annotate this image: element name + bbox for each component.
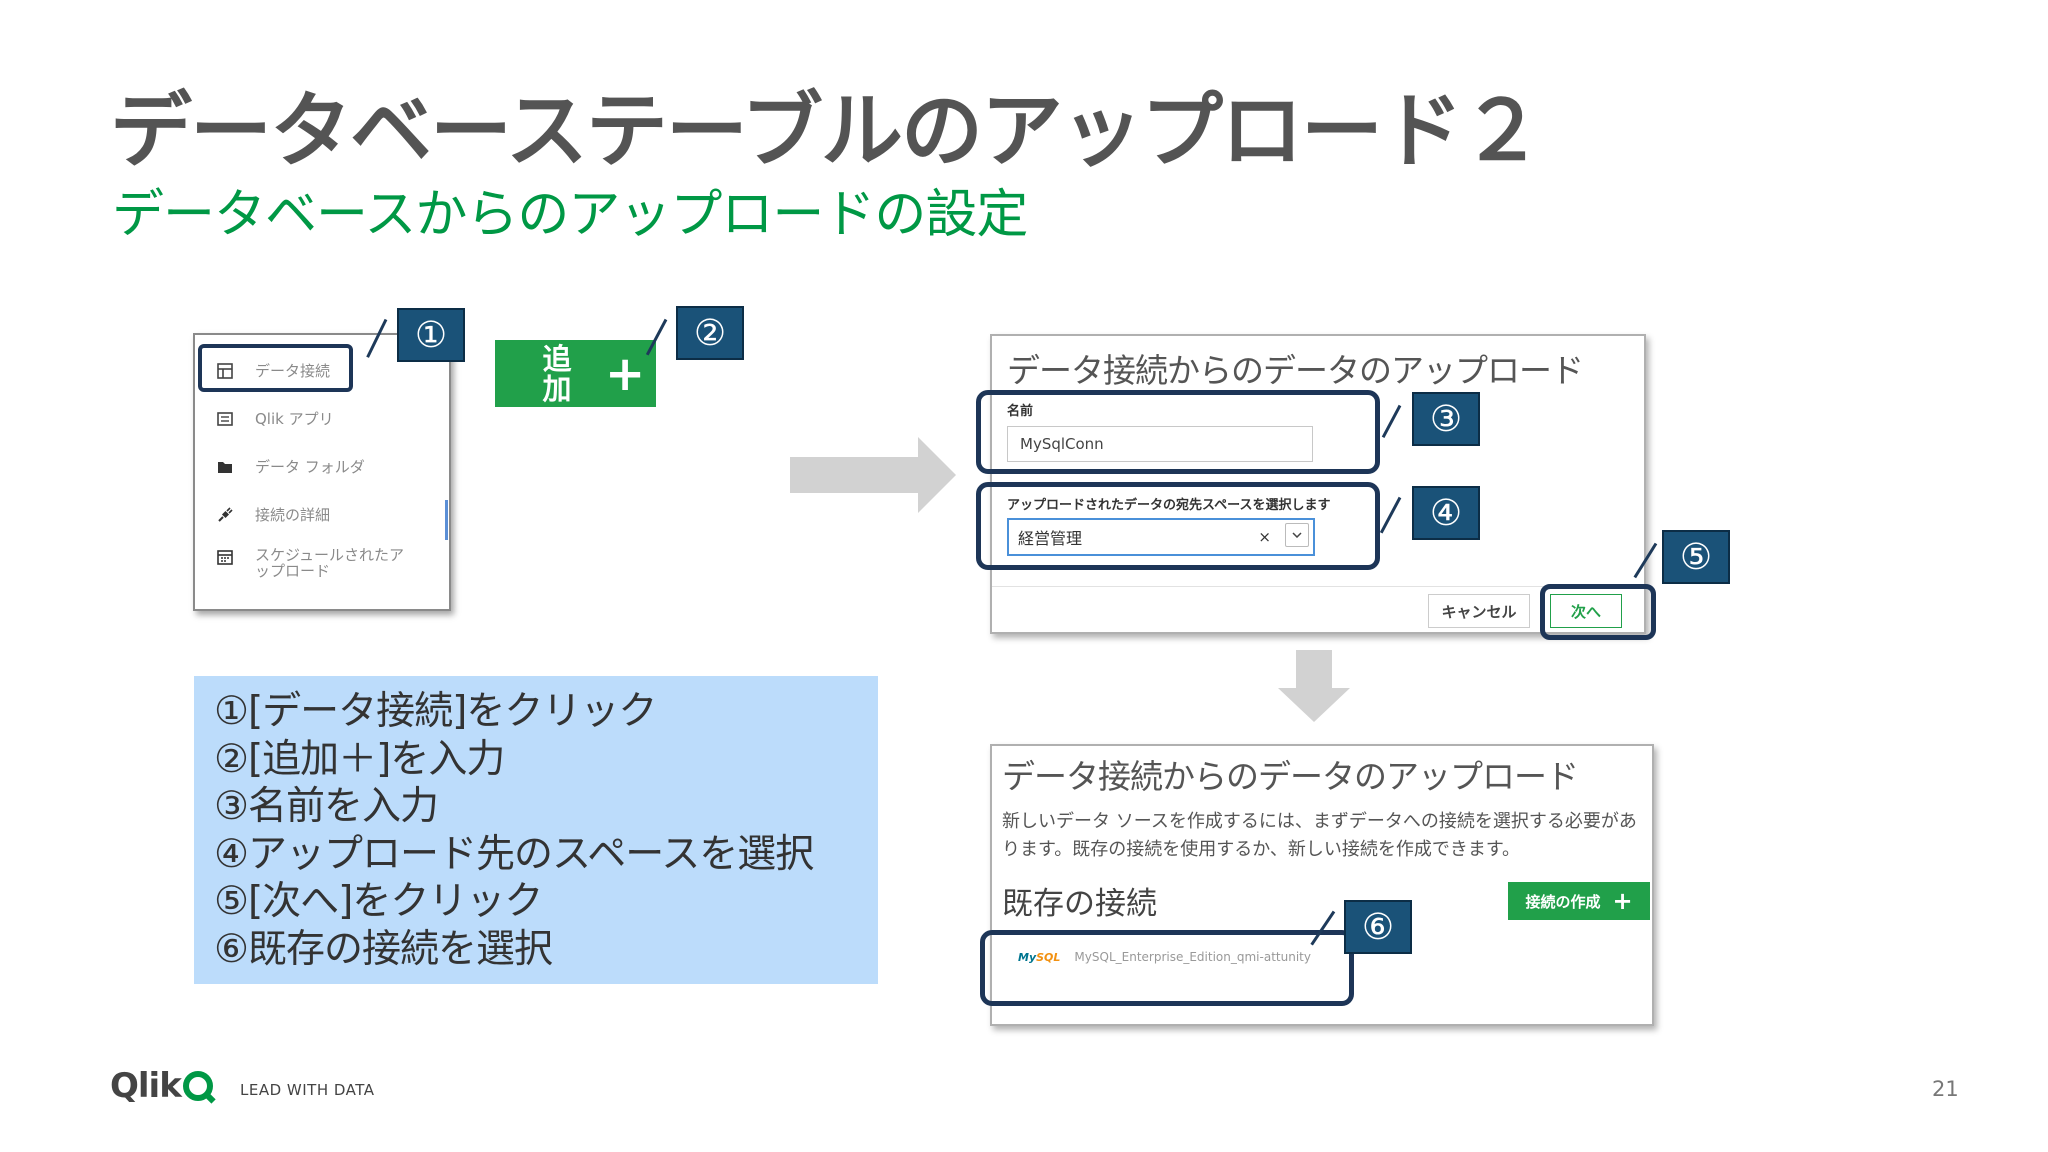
existing-connections-heading: 既存の接続 — [1002, 886, 1157, 922]
menu-item-connection-details[interactable]: 接続の詳細 — [195, 493, 451, 537]
highlight-frame-3 — [976, 390, 1380, 474]
page-number: 21 — [1932, 1077, 1959, 1101]
highlight-frame-1 — [198, 344, 353, 392]
menu-item-label: Qlik アプリ — [255, 410, 334, 428]
callout-5: ⑤ — [1662, 530, 1730, 584]
next-button[interactable]: 次へ — [1550, 594, 1622, 628]
menu-item-label: 接続の詳細 — [255, 506, 331, 524]
dialog-description: 新しいデータ ソースを作成するには、まずデータへの接続を選択する必要があります。… — [1002, 811, 1637, 860]
add-data-menu: データ接続 Qlik アプリ データ フォルダ 接続の詳細 スケジュールされたア… — [193, 333, 451, 611]
instruction-steps: ①[データ接続]をクリック ②[追加＋]を入力 ③名前を入力 ④アップロード先の… — [194, 676, 878, 984]
menu-scrollbar[interactable] — [445, 500, 448, 540]
flow-arrow-right-head — [918, 437, 956, 513]
callout-6: ⑥ — [1344, 900, 1412, 954]
chevron-down-icon[interactable] — [1285, 523, 1309, 547]
space-select[interactable]: 経営管理 × — [1007, 518, 1315, 556]
create-connection-label: 接続の作成 — [1525, 892, 1601, 911]
highlight-frame-5 — [1540, 584, 1656, 640]
create-connection-button[interactable]: 接続の作成 + — [1508, 882, 1650, 920]
step-1: ①[データ接続]をクリック — [214, 689, 657, 734]
highlight-frame-6 — [980, 930, 1354, 1006]
plus-icon: + — [605, 345, 646, 402]
menu-item-data-connection[interactable]: データ接続 — [195, 349, 451, 393]
flow-arrow-right — [790, 457, 920, 493]
qlik-logo: Qlik — [110, 1066, 213, 1106]
step-6: ⑥既存の接続を選択 — [214, 926, 553, 972]
add-button[interactable]: 追加 + — [495, 340, 656, 407]
table-icon — [195, 363, 255, 379]
app-icon — [195, 412, 255, 426]
add-button-label: 追加 — [542, 341, 572, 406]
menu-item-qlik-app[interactable]: Qlik アプリ — [195, 397, 451, 441]
slide-title: データベーステーブルのアップロード２ — [110, 84, 1543, 179]
connection-list-item[interactable]: MySQL MySQL_Enterprise_Edition_qmi-attun… — [1018, 950, 1311, 964]
cancel-button[interactable]: キャンセル — [1428, 594, 1530, 628]
menu-item-label: データ フォルダ — [255, 458, 365, 476]
folder-icon — [195, 460, 255, 474]
plug-icon — [195, 507, 255, 523]
space-select-value: 経営管理 — [1018, 529, 1083, 548]
menu-item-scheduled-upload[interactable]: スケジュールされたアップロード — [195, 543, 451, 587]
space-field-label: アップロードされたデータの宛先スペースを選択します — [1007, 498, 1331, 513]
clear-icon[interactable]: × — [1258, 528, 1271, 546]
callout-2: ② — [676, 306, 744, 360]
step-4: ④アップロード先のスペースを選択 — [214, 831, 814, 877]
name-input[interactable]: MySqlConn — [1007, 426, 1313, 462]
menu-item-label: データ接続 — [255, 362, 331, 380]
highlight-frame-4 — [976, 482, 1380, 570]
upload-dialog-step2: データ接続からのデータのアップロード 新しいデータ ソースを作成するには、まずデ… — [990, 744, 1654, 1026]
dialog-title: データ接続からのデータのアップロード — [1002, 757, 1579, 796]
step-3: ③名前を入力 — [214, 784, 439, 829]
callout-3: ③ — [1412, 392, 1480, 446]
name-field-label: 名前 — [1007, 404, 1034, 419]
qlik-logo-text: Qlik — [110, 1066, 182, 1106]
step-5: ⑤[次へ]をクリック — [214, 879, 543, 924]
mysql-logo-icon: MySQL — [1018, 950, 1061, 964]
slide-subtitle: データベースからのアップロードの設定 — [112, 185, 1028, 245]
menu-item-data-folder[interactable]: データ フォルダ — [195, 445, 451, 489]
connection-name: MySQL_Enterprise_Edition_qmi-attunity — [1074, 950, 1311, 964]
step-2: ②[追加＋]を入力 — [214, 736, 505, 782]
flow-arrow-down — [1296, 650, 1332, 690]
dialog-title: データ接続からのデータのアップロード — [1007, 351, 1584, 390]
flow-arrow-down-head — [1278, 688, 1350, 722]
menu-item-label: スケジュールされたアップロード — [255, 546, 404, 580]
callout-4: ④ — [1412, 486, 1480, 540]
callout-1: ① — [397, 308, 465, 362]
tagline: LEAD WITH DATA — [240, 1081, 375, 1099]
dialog-footer-divider — [992, 586, 1644, 587]
plus-icon: + — [1612, 887, 1633, 915]
callout-2-pointer — [645, 318, 668, 356]
qlik-q-icon — [182, 1071, 213, 1101]
calendar-icon — [195, 547, 255, 565]
